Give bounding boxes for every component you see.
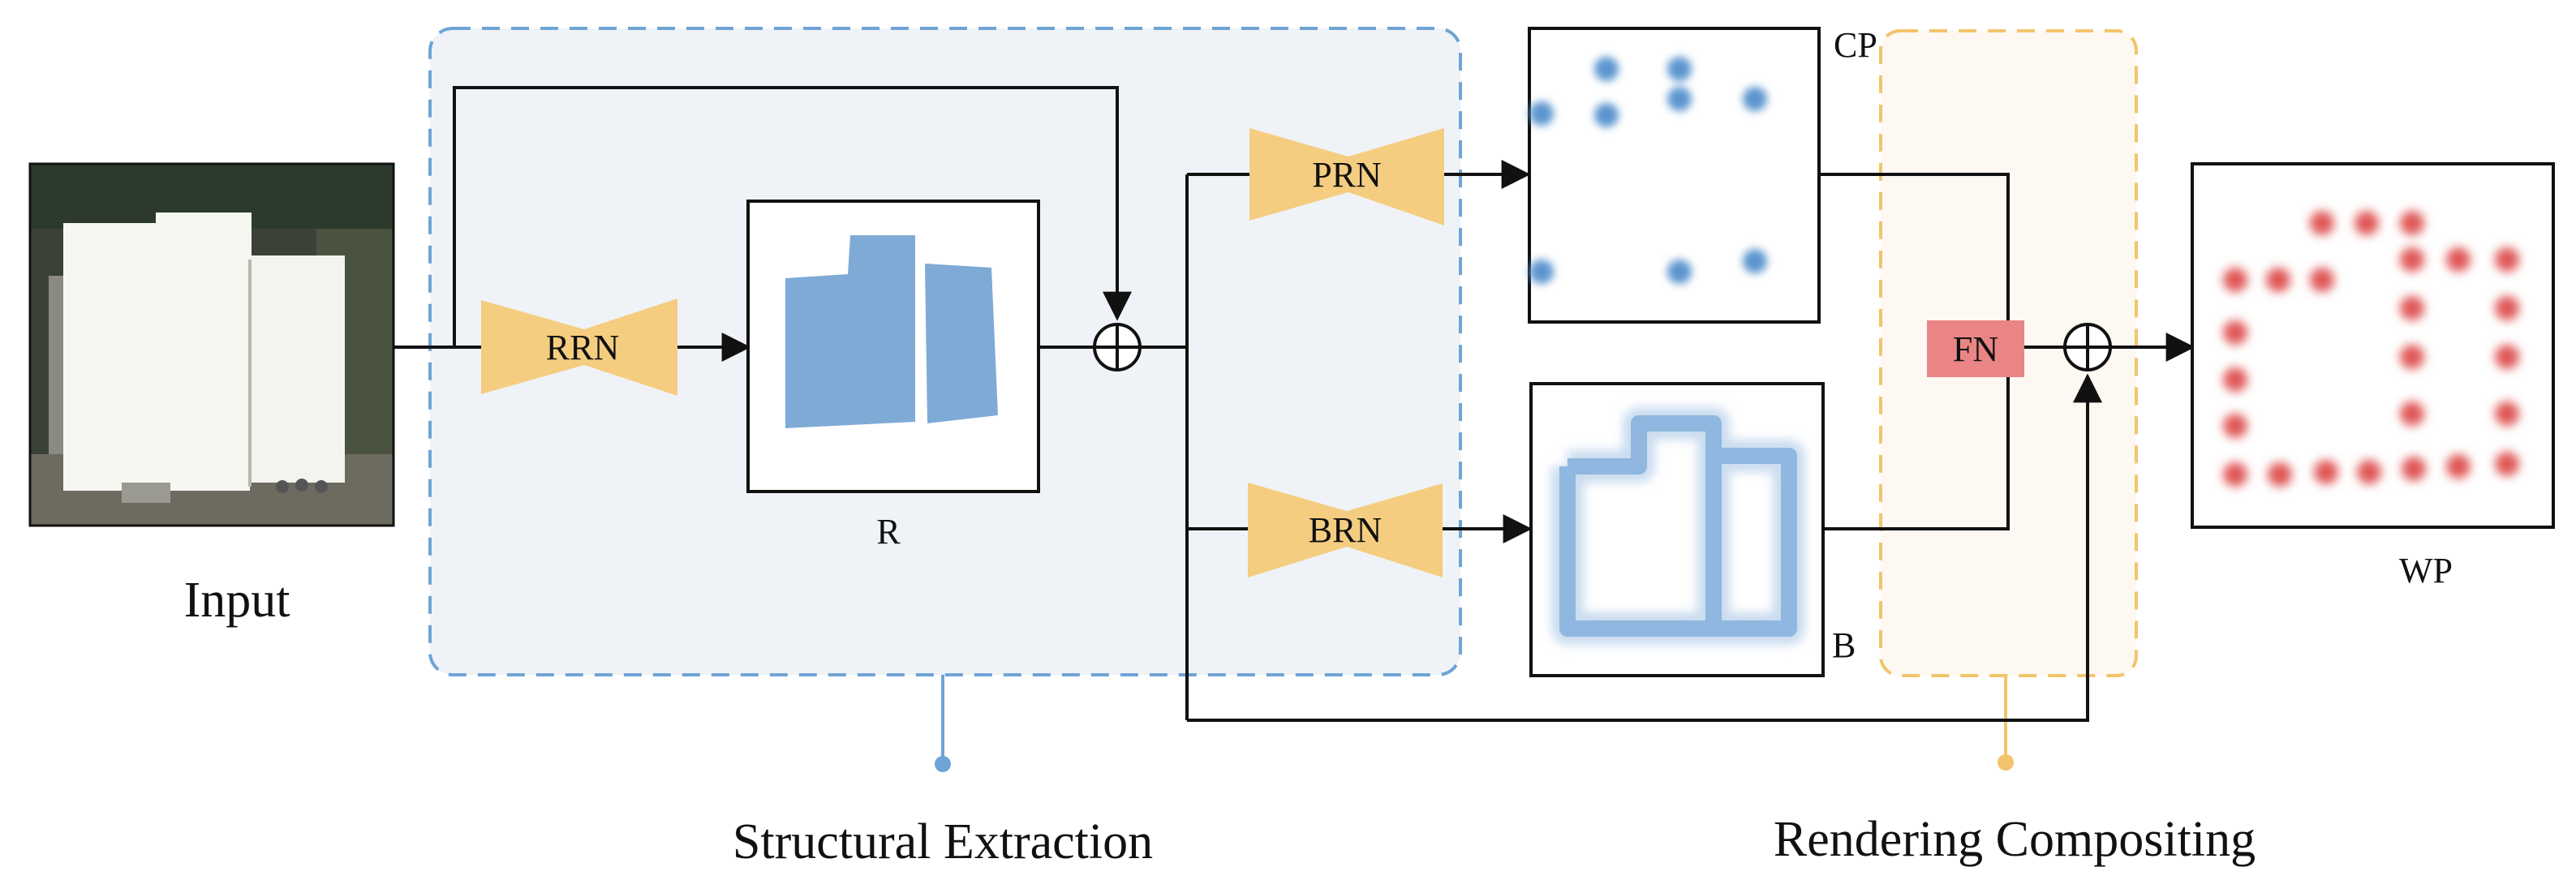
cp-points	[1529, 57, 1767, 284]
skip-connection	[453, 86, 1132, 347]
rendering-compositing-label: Rendering Compositing	[1774, 812, 2256, 867]
residual-connection	[1187, 373, 2102, 722]
sum-node-1	[1093, 323, 1142, 371]
r-label: R	[876, 512, 901, 552]
structural-extraction-dot	[935, 756, 951, 772]
prn-label: PRN	[1312, 155, 1382, 195]
b-boundary	[1551, 407, 1805, 645]
input-label: Input	[184, 573, 290, 628]
wp-points	[2223, 211, 2519, 487]
brn-module-right	[1347, 483, 1443, 577]
rendering-compositing-dot	[1998, 754, 2014, 771]
rrn-module-right	[584, 298, 677, 396]
wp-label: WP	[2399, 551, 2453, 590]
rrn-label: RRN	[546, 328, 619, 367]
fn-module	[1927, 320, 2024, 377]
input-image	[28, 162, 395, 527]
sum-node-2	[2063, 323, 2112, 371]
brn-module	[1248, 483, 1347, 577]
r-mask-right	[925, 264, 998, 423]
brn-label: BRN	[1309, 510, 1382, 550]
r-mask-left	[785, 235, 915, 428]
rrn-module	[481, 300, 584, 394]
b-to-fn	[1823, 377, 2010, 530]
b-label: B	[1832, 625, 1856, 665]
cp-label: CP	[1834, 25, 1877, 65]
structural-extraction-label: Structural Extraction	[733, 814, 1153, 869]
cp-to-fn	[1819, 173, 2010, 320]
prn-module	[1249, 128, 1348, 221]
prn-module-right	[1348, 128, 1444, 225]
fn-label: FN	[1953, 329, 1998, 369]
